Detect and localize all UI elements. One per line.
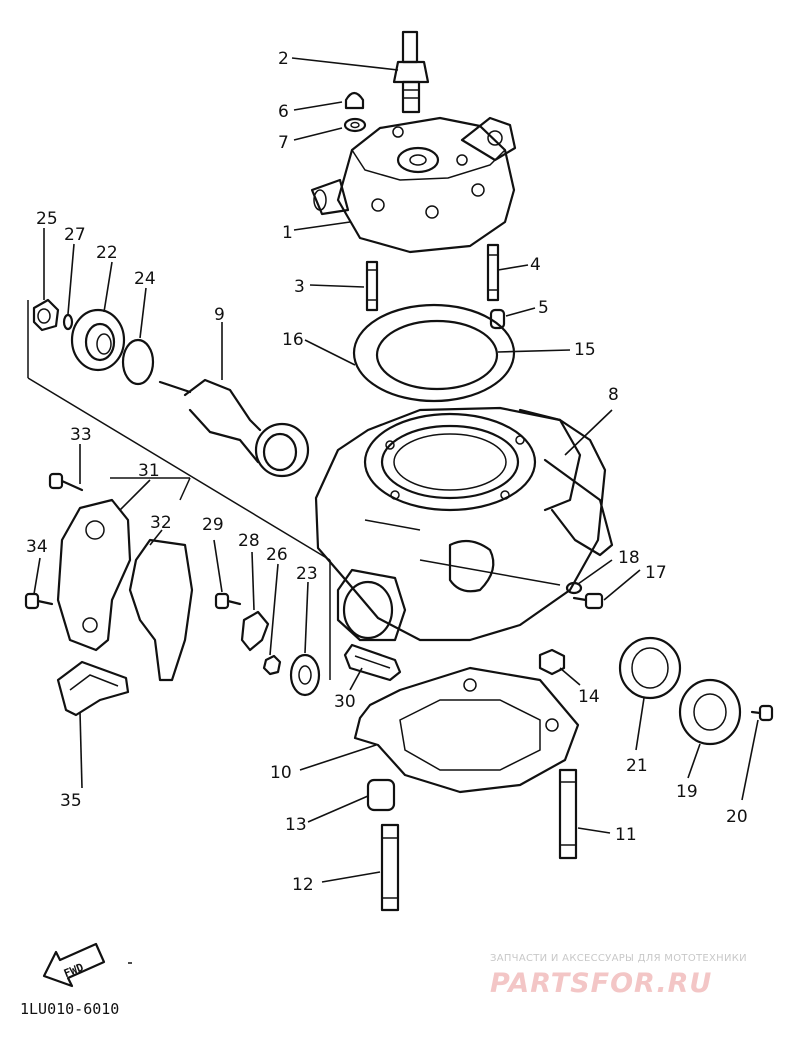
watermark-subtitle: ЗАПЧАСТИ И АКСЕССУАРЫ ДЛЯ МОТОТЕХНИКИ: [490, 953, 747, 964]
callout-29: 29: [202, 515, 224, 535]
callout-30: 30: [334, 692, 356, 712]
stud-long-11: [558, 768, 578, 860]
bolt-29: [214, 592, 242, 610]
bolt-side: [24, 592, 54, 610]
callout-24: 24: [134, 269, 156, 289]
stud-bolt-head: [486, 243, 500, 302]
stud-long-12: [380, 823, 400, 912]
seal-housing: [70, 308, 126, 372]
callout-25: 25: [36, 209, 58, 229]
callout-23: 23: [296, 564, 318, 584]
base-gasket: [353, 666, 580, 794]
callout-26: 26: [266, 545, 288, 565]
cylinder-head: [310, 116, 517, 254]
callout-2: 2: [278, 49, 289, 69]
oil-seal-23: [289, 653, 321, 697]
grommet-30: [343, 643, 402, 682]
washer: [343, 117, 367, 133]
nut-14: [538, 648, 566, 676]
callout-labels: 1 2 3 4 5 6 7 8 9 10 11 12 13 14 15 16 1…: [26, 49, 748, 895]
stud-bolt-short: [365, 260, 379, 312]
callout-18: 18: [618, 548, 640, 568]
gasket-21: [618, 636, 682, 700]
frame-lines: [27, 300, 331, 680]
o-ring: [121, 338, 155, 386]
leader-lines: [33, 57, 759, 883]
dowel-pin: [489, 308, 506, 330]
callout-33: 33: [70, 425, 92, 445]
hose-clamp: [56, 660, 130, 717]
callout-27: 27: [64, 225, 86, 245]
cylinder: [314, 406, 614, 642]
callout-3: 3: [294, 277, 305, 297]
callout-12: 12: [292, 875, 314, 895]
callout-11: 11: [615, 825, 637, 845]
callout-20: 20: [726, 807, 748, 827]
callout-13: 13: [285, 815, 307, 835]
head-gasket: [352, 303, 516, 403]
plug-cap: [32, 298, 60, 332]
clip-28: [240, 610, 270, 652]
watermark: ЗАПЧАСТИ И АКСЕССУАРЫ ДЛЯ МОТОТЕХНИКИ PA…: [490, 953, 747, 999]
fwd-label: FWD: [62, 961, 86, 981]
callout-28: 28: [238, 531, 260, 551]
callout-32: 32: [150, 513, 172, 533]
watermark-brand: PARTSFOR.RU: [490, 968, 712, 999]
callout-17: 17: [645, 563, 667, 583]
water-pipe: [158, 378, 310, 478]
callout-14: 14: [578, 687, 600, 707]
pump-gasket: [128, 538, 194, 682]
callout-22: 22: [96, 243, 118, 263]
nut-26: [262, 654, 282, 676]
collar-13: [366, 778, 396, 812]
exhaust-cover-19: [678, 678, 742, 746]
callout-7: 7: [278, 133, 289, 153]
washer-18: [565, 581, 583, 595]
callout-19: 19: [676, 782, 698, 802]
pump-cover: [56, 498, 132, 652]
bolt-17: [572, 592, 604, 610]
callout-35: 35: [60, 791, 82, 811]
bolt-top: [48, 472, 84, 492]
o-ring-small: [62, 313, 74, 331]
callout-16: 16: [282, 330, 304, 350]
callout-34: 34: [26, 537, 48, 557]
callout-6: 6: [278, 102, 289, 122]
callout-1: 1: [282, 223, 293, 243]
bolt-20: [750, 704, 774, 722]
callout-9: 9: [214, 305, 225, 325]
callout-31: 31: [138, 461, 160, 481]
spark-plug: [392, 30, 430, 114]
callout-10: 10: [270, 763, 292, 783]
callout-15: 15: [574, 340, 596, 360]
fwd-arrow-icon: FWD: [42, 942, 106, 988]
callout-8: 8: [608, 385, 619, 405]
callout-4: 4: [530, 255, 541, 275]
callout-5: 5: [538, 298, 549, 318]
cap-nut: [344, 91, 365, 110]
callout-21: 21: [626, 756, 648, 776]
diagram-code: 1LU010-6010: [20, 1000, 119, 1018]
